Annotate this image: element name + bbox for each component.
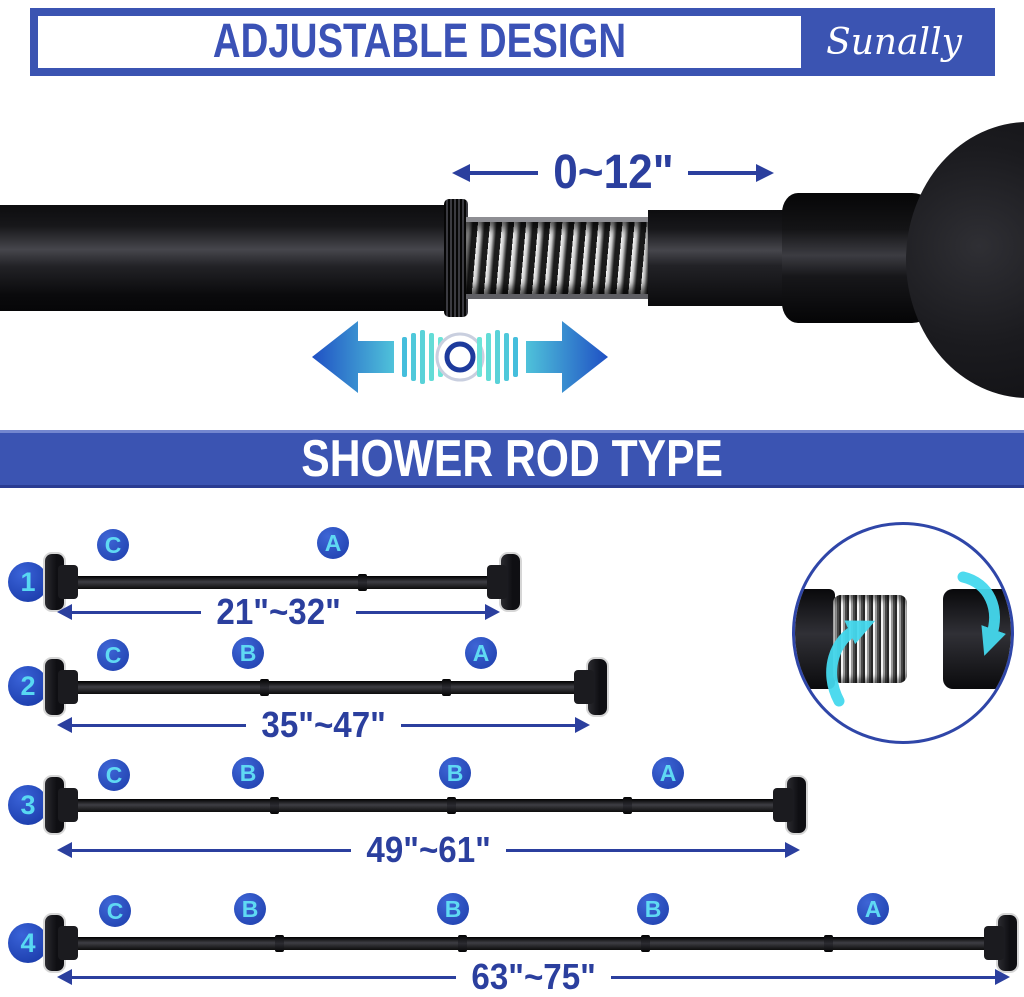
segment-joint (270, 796, 280, 814)
arrow-left-icon (57, 604, 72, 620)
tension-collar (444, 199, 468, 317)
rod-number-badge: 4 (8, 923, 48, 963)
wall-flange (906, 122, 1024, 398)
rod-bar (73, 934, 989, 952)
shower-rod-type-banner: SHOWER ROD TYPE (0, 430, 1024, 488)
segment-label: C (97, 639, 129, 671)
rod-number-badge: 1 (8, 562, 48, 602)
length-dimension: 49"~61" (57, 829, 800, 870)
segment-joint (442, 678, 452, 696)
section-title: SHOWER ROD TYPE (301, 430, 723, 488)
rod-bar (73, 796, 778, 814)
segment-joint (260, 678, 270, 696)
rod-number-badge: 2 (8, 666, 48, 706)
segment-label: A (317, 527, 349, 559)
rod-bar (73, 573, 492, 591)
segment-label: A (652, 757, 684, 789)
thread-detail-inset (792, 522, 1014, 744)
extension-range-label: 0~12" (552, 146, 674, 199)
segment-label: A (857, 893, 889, 925)
expansion-arrows-icon (312, 321, 608, 393)
length-dimension: 63"~75" (57, 956, 1010, 997)
length-dimension: 35"~47" (57, 704, 590, 745)
arrow-left-icon (57, 717, 72, 733)
rod-graphic (45, 915, 1017, 971)
segment-label: C (97, 529, 129, 561)
segment-label: A (465, 637, 497, 669)
segment-label: C (99, 895, 131, 927)
segment-joint (457, 934, 467, 952)
arrow-left-icon (452, 164, 470, 182)
segment-label: B (232, 757, 264, 789)
length-range-label: 21"~32" (216, 591, 341, 632)
segment-joint (824, 934, 834, 952)
segment-label: C (98, 759, 130, 791)
segment-joint (622, 796, 632, 814)
arrow-right-icon (995, 969, 1010, 985)
rotation-arrows-icon (826, 571, 1006, 707)
brand-logo: Sunally (801, 16, 987, 68)
banner-title: ADJUSTABLE DESIGN (212, 15, 627, 68)
rod-graphic (45, 777, 806, 833)
segment-label: B (232, 637, 264, 669)
segment-joint (274, 934, 284, 952)
rod-graphic (45, 659, 607, 715)
segment-label: B (637, 893, 669, 925)
length-range-label: 49"~61" (366, 829, 491, 870)
rod-bar (73, 678, 579, 696)
spring-coil (466, 217, 650, 299)
extension-dimension: 0~12" (452, 149, 774, 197)
segment-joint (357, 573, 367, 591)
rotation-arrow-down-icon (957, 571, 1006, 656)
rod-sleeve (648, 210, 790, 306)
segment-label: B (439, 757, 471, 789)
rod-graphic (45, 554, 520, 610)
length-range-label: 35"~47" (261, 704, 386, 745)
adjustable-design-banner: ADJUSTABLE DESIGN Sunally (30, 8, 995, 76)
arrow-right-icon (575, 717, 590, 733)
length-dimension: 21"~32" (57, 591, 500, 632)
rod-number-badge: 3 (8, 785, 48, 825)
length-range-label: 63"~75" (471, 956, 596, 997)
arrow-right-icon (756, 164, 774, 182)
rotation-arrow-up-icon (826, 620, 876, 707)
arrow-right-icon (785, 842, 800, 858)
segment-joint (446, 796, 456, 814)
arrow-left-icon (57, 842, 72, 858)
segment-joint (640, 934, 650, 952)
main-rod-tube (0, 205, 456, 311)
segment-label: B (437, 893, 469, 925)
segment-label: B (234, 893, 266, 925)
adjustable-rod-illustration: 0~12" (0, 96, 1024, 430)
arrow-left-icon (57, 969, 72, 985)
arrow-right-icon (485, 604, 500, 620)
